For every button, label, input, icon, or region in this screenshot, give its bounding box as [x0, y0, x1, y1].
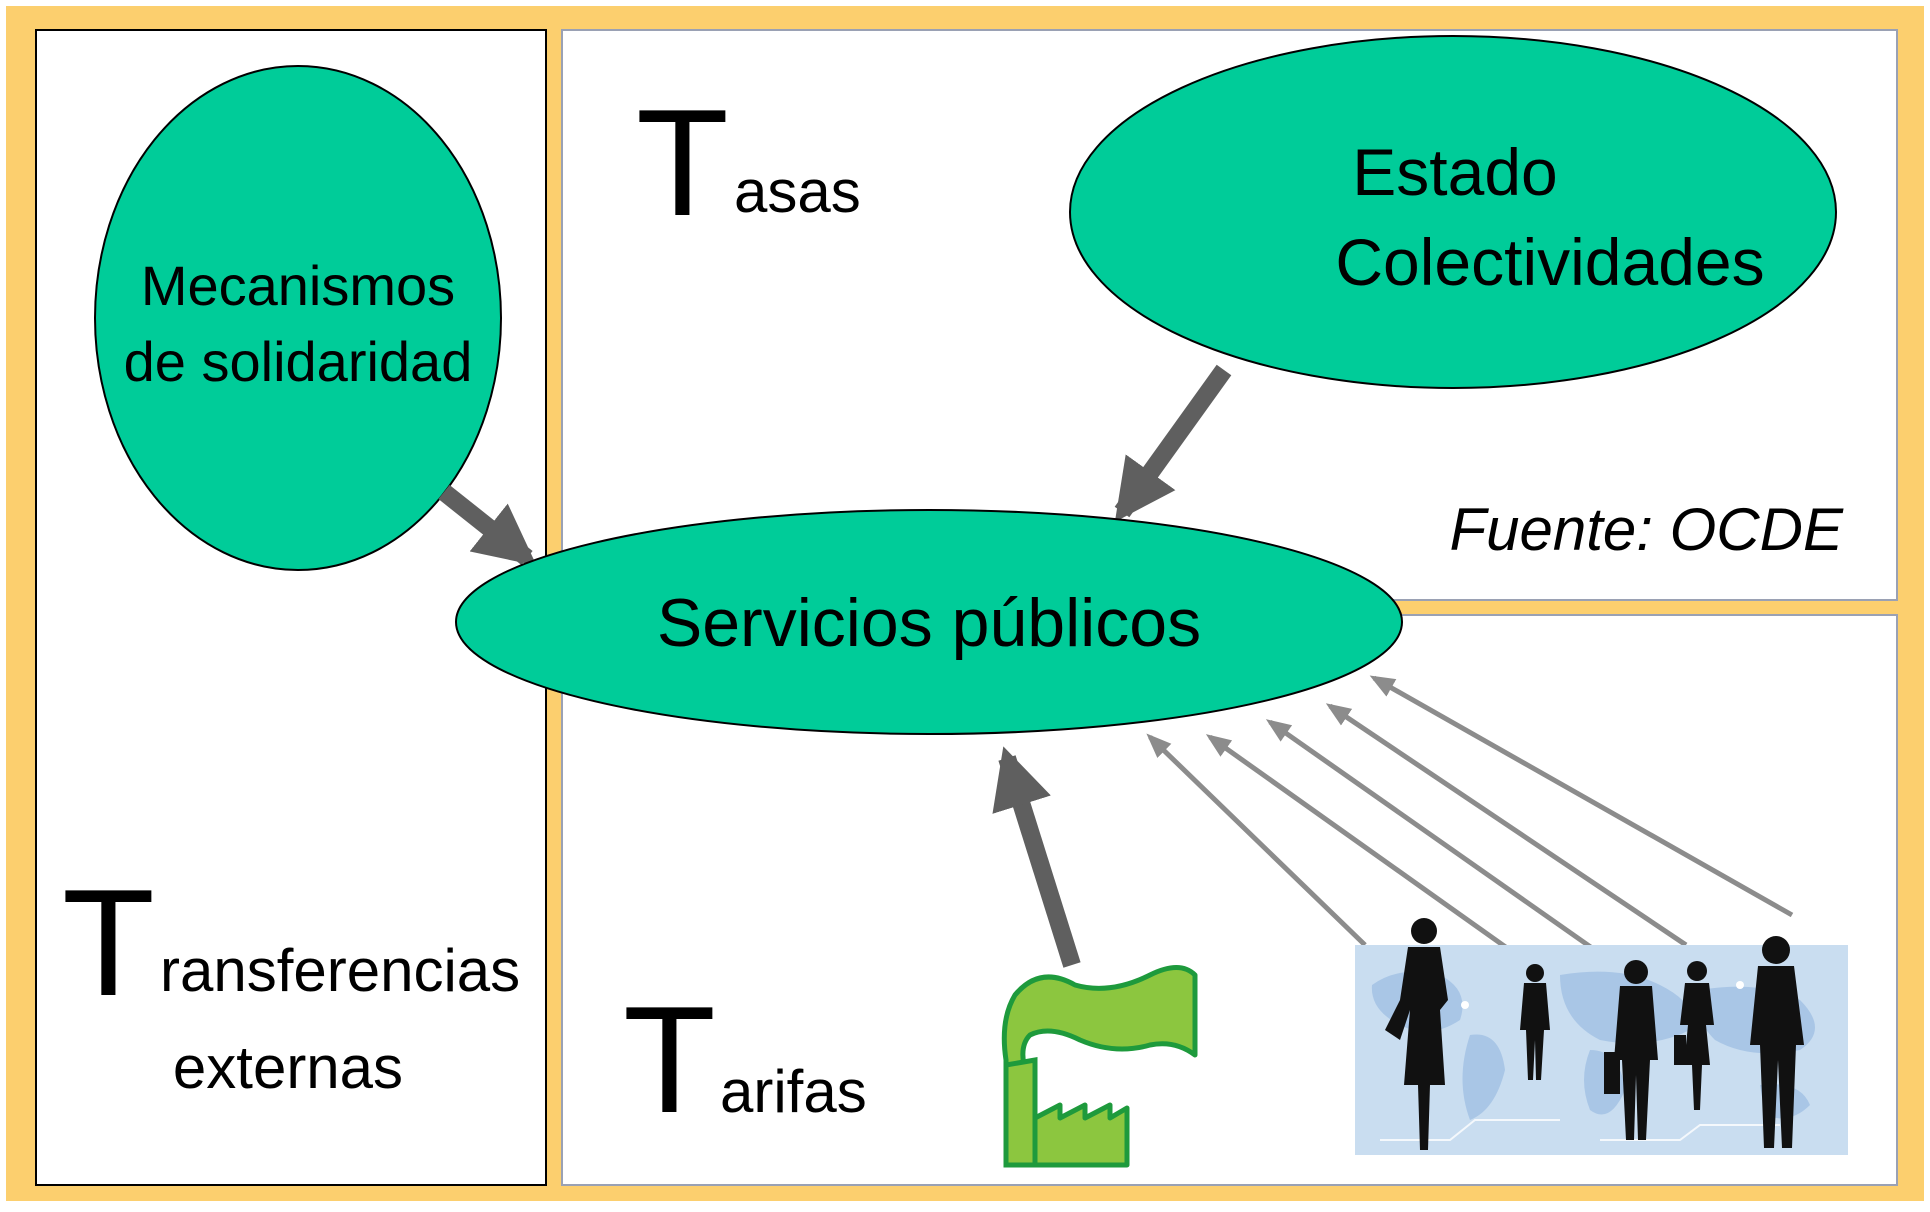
label-transferencias-line2: externas: [173, 1034, 403, 1101]
node-solidaridad-line2: de solidaridad: [124, 330, 473, 393]
business-people-icon: [1355, 918, 1848, 1155]
node-estado: [1069, 35, 1837, 389]
node-solidaridad-line1: Mecanismos: [141, 254, 455, 317]
node-servicios: [455, 509, 1403, 735]
node-servicios-label: Servicios públicos: [657, 585, 1201, 661]
node-solidaridad: [94, 65, 502, 571]
arrow-estado-to-servicios: [1114, 364, 1232, 522]
label-tasas-initial: T: [636, 78, 729, 248]
arrow-people-4: [1325, 703, 1688, 948]
label-tarifas-rest: arifas: [720, 1058, 867, 1125]
source-note: Fuente: OCDE: [1450, 496, 1844, 563]
arrow-people-5: [1369, 675, 1794, 918]
arrow-factory-to-servicios: [992, 746, 1081, 968]
node-estado-line2: Colectividades: [1335, 225, 1764, 299]
arrow-people-3: [1265, 719, 1614, 965]
factory-icon: [1001, 965, 1198, 1168]
arrow-solidaridad-to-servicios: [438, 484, 537, 566]
label-tarifas-initial: T: [623, 975, 716, 1145]
label-transferencias-rest: ransferencias: [160, 937, 520, 1004]
node-estado-line1: Estado: [1352, 135, 1557, 209]
arrow-people-1: [1146, 733, 1367, 947]
label-transferencias-initial: T: [62, 858, 155, 1028]
label-tasas-rest: asas: [734, 158, 861, 225]
arrow-people-2: [1205, 734, 1509, 951]
